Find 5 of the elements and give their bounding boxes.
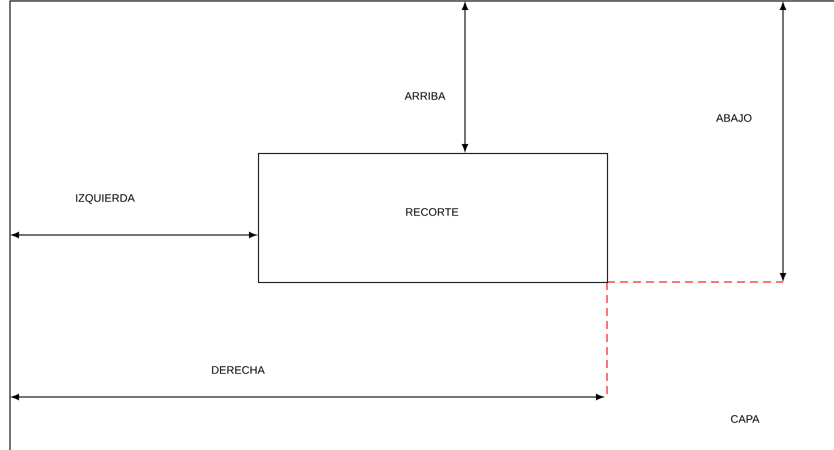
dimension-label: ARRIBA bbox=[404, 92, 446, 100]
dimension-label: DERECHA bbox=[212, 366, 265, 374]
dimension-label: ABAJO bbox=[716, 114, 752, 122]
clip-box: RECORTE bbox=[258, 153, 608, 283]
dimension-label: IZQUIERDA bbox=[76, 194, 135, 204]
